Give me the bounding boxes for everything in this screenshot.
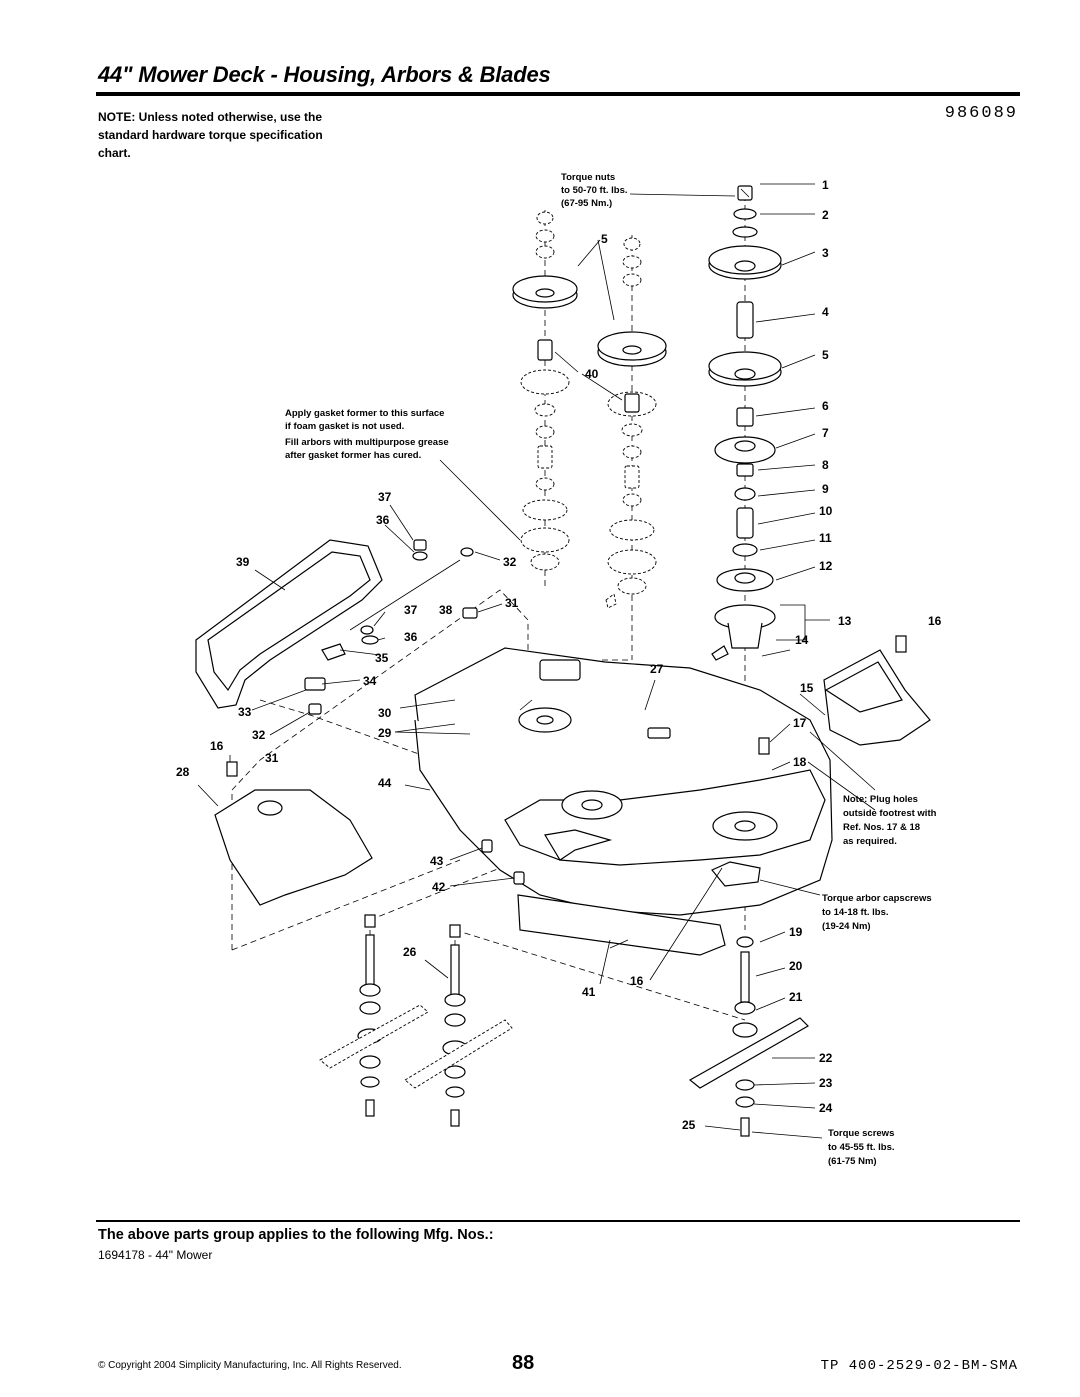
svg-text:outside footrest with: outside footrest with <box>843 808 937 819</box>
ref-label: 24 <box>819 1101 833 1115</box>
ref-label: 37 <box>404 603 418 617</box>
reference-numbers: 1 2 3 4 5 5 40 6 7 8 9 10 11 12 13 16 14… <box>176 178 942 1132</box>
ref-label: 11 <box>819 531 832 545</box>
ref-label: 6 <box>822 399 829 413</box>
deck-housing <box>414 647 833 956</box>
svg-text:(61-75 Nm): (61-75 Nm) <box>828 1156 877 1167</box>
svg-text:as required.: as required. <box>843 836 897 847</box>
svg-text:Note: Plug holes: Note: Plug holes <box>843 794 918 805</box>
ref-label: 20 <box>789 959 803 973</box>
svg-text:(67-95 Nm.): (67-95 Nm.) <box>561 198 612 209</box>
ref-label: 18 <box>793 755 807 769</box>
ref-label: 7 <box>822 426 829 440</box>
ref-label: 19 <box>789 925 803 939</box>
tp-number: TP 400-2529-02-BM-SMA <box>820 1358 1018 1374</box>
ref-label: 30 <box>378 706 392 720</box>
ref-label: 31 <box>265 751 279 765</box>
svg-text:to 50-70 ft. lbs.: to 50-70 ft. lbs. <box>561 185 628 196</box>
page-number: 88 <box>512 1352 535 1374</box>
ref-label: 38 <box>439 603 453 617</box>
svg-text:Fill arbors with multipurpose: Fill arbors with multipurpose grease <box>285 437 449 448</box>
left-arbor-stack <box>512 211 578 571</box>
ref-label: 3 <box>822 246 829 260</box>
ref-label: 44 <box>378 776 392 790</box>
applies-heading: The above parts group applies to the fol… <box>98 1227 494 1243</box>
ref-label: 5 <box>601 232 608 246</box>
leader-lines <box>197 183 876 1139</box>
ref-label: 27 <box>650 662 664 676</box>
ref-label: 39 <box>236 555 250 569</box>
svg-text:Torque arbor capscrews: Torque arbor capscrews <box>822 893 932 904</box>
svg-text:Ref. Nos. 17 & 18: Ref. Nos. 17 & 18 <box>843 822 920 833</box>
annotation-blade-screws: Torque screws to 45-55 ft. lbs. (61-75 N… <box>828 1128 895 1167</box>
annotation-gasket: Apply gasket former to this surface if f… <box>285 408 449 461</box>
hardware <box>226 539 907 885</box>
ref-label: 1 <box>822 178 829 192</box>
svg-text:to 14-18 ft. lbs.: to 14-18 ft. lbs. <box>822 907 889 918</box>
right-arbor-stack <box>708 185 782 661</box>
belt-cover <box>195 539 383 709</box>
ref-label: 16 <box>630 974 644 988</box>
ref-label: 37 <box>378 490 392 504</box>
annotation-torque-nuts: Torque nuts to 50-70 ft. lbs. (67-95 Nm.… <box>561 172 628 209</box>
ref-label: 8 <box>822 458 829 472</box>
title-rule <box>96 92 1020 96</box>
ref-label: 36 <box>404 630 418 644</box>
document-number: 986089 <box>944 104 1018 123</box>
ref-label: 42 <box>432 880 446 894</box>
ref-label: 40 <box>585 367 599 381</box>
ref-label: 5 <box>822 348 829 362</box>
svg-text:to 45-55 ft. lbs.: to 45-55 ft. lbs. <box>828 1142 895 1153</box>
ref-label: 33 <box>238 705 252 719</box>
ref-label: 12 <box>819 559 833 573</box>
copyright-text: © Copyright 2004 Simplicity Manufacturin… <box>98 1360 402 1371</box>
ref-label: 13 <box>838 614 852 628</box>
annotation-plug-holes: Note: Plug holes outside footrest with R… <box>843 794 937 847</box>
svg-text:if foam gasket is not used.: if foam gasket is not used. <box>285 421 404 432</box>
svg-text:Torque nuts: Torque nuts <box>561 172 615 183</box>
chute-shield <box>214 789 373 906</box>
ref-label: 26 <box>403 945 417 959</box>
spindle-left <box>319 914 429 1117</box>
ref-label: 16 <box>210 739 224 753</box>
ref-label: 34 <box>363 674 377 688</box>
ref-label: 36 <box>376 513 390 527</box>
ref-label: 15 <box>800 681 814 695</box>
ref-label: 21 <box>789 990 803 1004</box>
ref-label: 29 <box>378 726 392 740</box>
ref-label: 32 <box>503 555 517 569</box>
ref-label: 32 <box>252 728 266 742</box>
page-title: 44" Mower Deck - Housing, Arbors & Blade… <box>98 62 551 87</box>
svg-text:(19-24 Nm): (19-24 Nm) <box>822 921 871 932</box>
spindle-cover <box>823 649 931 746</box>
ref-label: 17 <box>793 716 807 730</box>
spindle-center <box>404 924 513 1127</box>
footer-rule <box>96 1220 1020 1222</box>
ref-label: 14 <box>795 633 809 647</box>
annotation-arbor-capscrews: Torque arbor capscrews to 14-18 ft. lbs.… <box>822 893 932 932</box>
svg-text:Apply gasket former to this su: Apply gasket former to this surface <box>285 408 444 419</box>
ref-label: 35 <box>375 651 389 665</box>
ref-label: 25 <box>682 1118 696 1132</box>
ref-label: 28 <box>176 765 190 779</box>
ref-label: 43 <box>430 854 444 868</box>
ref-label: 9 <box>822 482 829 496</box>
svg-text:Torque screws: Torque screws <box>828 1128 894 1139</box>
ref-label: 16 <box>928 614 942 628</box>
center-arbor-stack <box>597 237 667 609</box>
ref-label: 23 <box>819 1076 833 1090</box>
ref-label: 4 <box>822 305 829 319</box>
ref-label: 41 <box>582 985 596 999</box>
ref-label: 2 <box>822 208 829 222</box>
ref-label: 22 <box>819 1051 833 1065</box>
spindle-right <box>688 936 809 1137</box>
mfg-numbers: 1694178 - 44" Mower <box>98 1248 213 1262</box>
svg-text:after gasket former has cured.: after gasket former has cured. <box>285 450 421 461</box>
ref-label: 31 <box>505 596 519 610</box>
ref-label: 10 <box>819 504 833 518</box>
torque-note: NOTE: Unless noted otherwise, use the st… <box>98 110 323 160</box>
